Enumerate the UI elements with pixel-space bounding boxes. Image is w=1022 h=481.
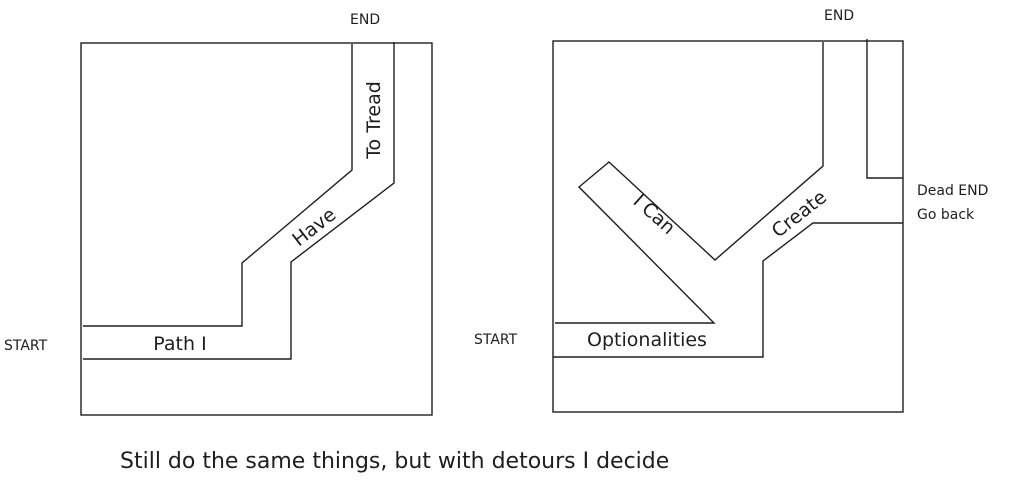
left-segment-path-i: Path I bbox=[153, 333, 206, 355]
right-diagram: START END Dead END Go back Optionalities… bbox=[474, 8, 988, 413]
right-dead-end-wall bbox=[866, 39, 903, 179]
left-path-upper-wall bbox=[83, 44, 353, 327]
right-start-label: START bbox=[474, 332, 518, 348]
right-segment-optionalities: Optionalities bbox=[587, 329, 707, 351]
right-end-label: END bbox=[824, 8, 854, 24]
right-frame bbox=[552, 40, 904, 413]
left-start-label: START bbox=[4, 338, 48, 354]
dead-end-label: Dead END bbox=[917, 183, 988, 199]
left-diagram: START END Path I Have To Tread bbox=[4, 12, 433, 416]
left-end-label: END bbox=[350, 12, 380, 28]
left-frame bbox=[80, 42, 433, 416]
left-segment-to-tread: To Tread bbox=[363, 81, 385, 160]
caption: Still do the same things, but with detou… bbox=[120, 449, 669, 474]
left-path-lower-wall bbox=[83, 42, 395, 360]
right-path-lower-wall bbox=[553, 222, 903, 358]
go-back-label: Go back bbox=[917, 207, 975, 223]
right-segment-i-can: I Can bbox=[629, 190, 680, 239]
right-path-upper-wall bbox=[555, 42, 824, 324]
